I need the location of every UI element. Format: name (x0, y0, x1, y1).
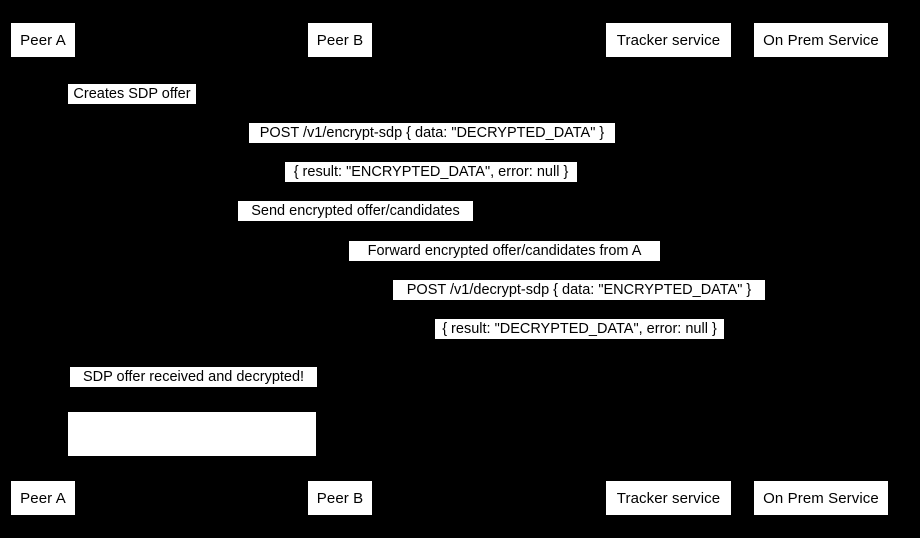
arrow-creates-sdp-offer (43, 94, 73, 95)
note-line-1: Create SDP answer and send to An (77, 457, 307, 473)
message-label-decrypt-sdp-result[interactable]: { result: "DECRYPTED_DATA", error: null … (435, 319, 724, 339)
message-label-post-decrypt-sdp[interactable]: POST /v1/decrypt-sdp { data: "ENCRYPTED_… (393, 280, 765, 300)
participant-head-tracker-service[interactable]: Tracker service (605, 22, 732, 58)
participant-head-peer-a[interactable]: Peer A (10, 22, 76, 58)
message-label-creates-sdp-offer[interactable]: Creates SDP offer (68, 84, 196, 104)
arrow-sdp-offer-received (340, 377, 370, 378)
note-line-2: using the same mechanism (103, 520, 281, 536)
participant-foot-peer-b[interactable]: Peer B (307, 480, 373, 516)
participant-foot-tracker-service[interactable]: Tracker service (605, 480, 732, 516)
message-label-forward-encrypted-offer[interactable]: Forward encrypted offer/candidates from … (349, 241, 660, 261)
message-label-send-encrypted-offer[interactable]: Send encrypted offer/candidates (238, 201, 473, 221)
participant-head-peer-b[interactable]: Peer B (307, 22, 373, 58)
lifeline-tracker-service (668, 58, 669, 480)
participant-head-on-prem-service[interactable]: On Prem Service (753, 22, 889, 58)
message-label-encrypt-sdp-result[interactable]: { result: "ENCRYPTED_DATA", error: null … (285, 162, 577, 182)
participant-foot-on-prem-service[interactable]: On Prem Service (753, 480, 889, 516)
message-label-sdp-offer-received[interactable]: SDP offer received and decrypted! (70, 367, 317, 387)
message-label-post-encrypt-sdp[interactable]: POST /v1/encrypt-sdp { data: "DECRYPTED_… (249, 123, 615, 143)
lifeline-on-prem-service (821, 58, 822, 480)
participant-foot-peer-a[interactable]: Peer A (10, 480, 76, 516)
note-create-sdp-answer[interactable]: Create SDP answer and send to An using t… (68, 412, 316, 536)
lifeline-peer-b (340, 58, 341, 480)
lifeline-peer-a (43, 58, 44, 480)
